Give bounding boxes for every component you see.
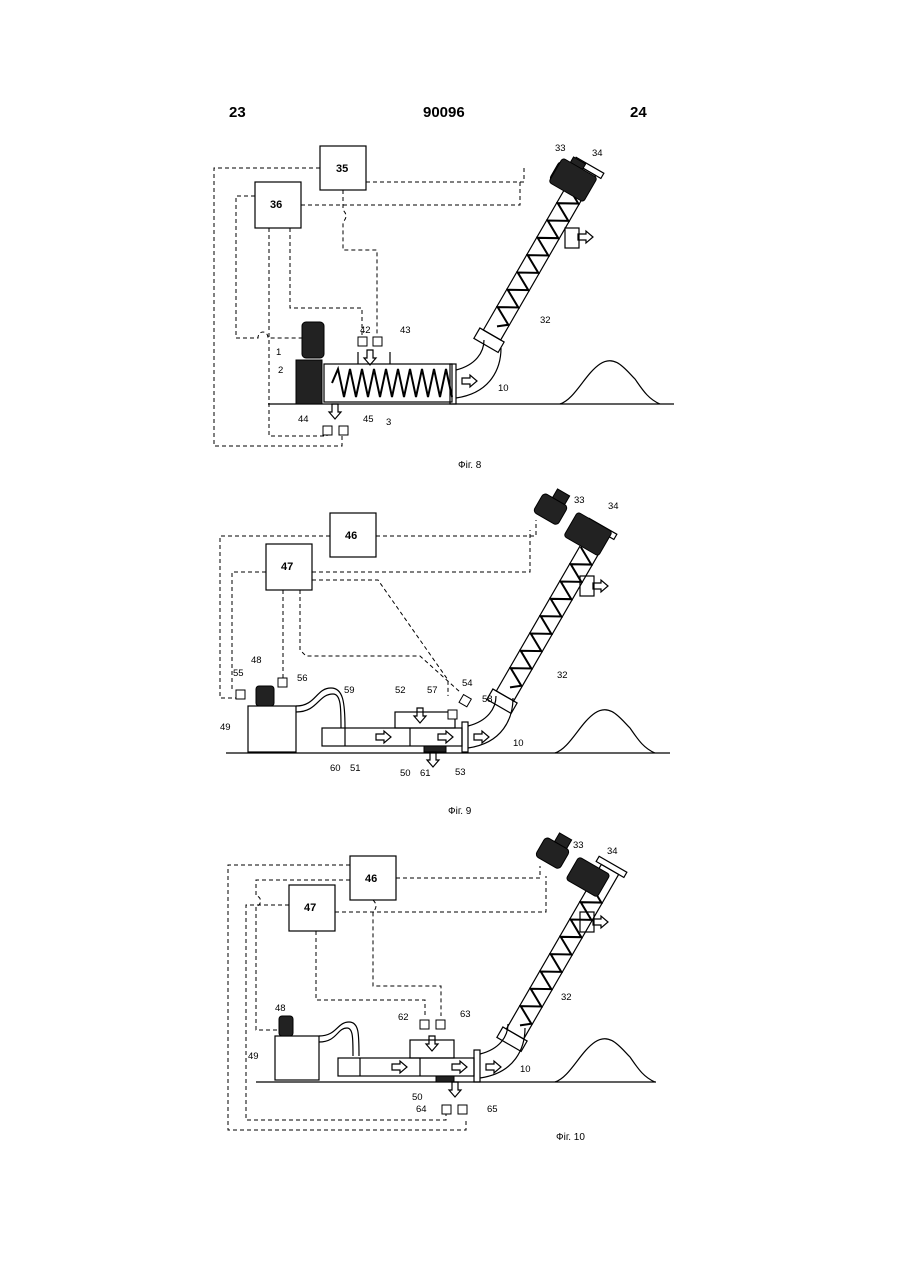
hydraulic-cylinder-50 bbox=[322, 728, 462, 746]
ref-label: 1 bbox=[276, 347, 281, 358]
gearbox-34 bbox=[564, 512, 613, 556]
ref-label: 45 bbox=[363, 414, 374, 425]
hydraulic-unit-49 bbox=[248, 706, 296, 752]
ref-label: 33 bbox=[555, 143, 566, 154]
ref-label: 2 bbox=[278, 365, 283, 376]
ref-label: 63 bbox=[460, 1009, 471, 1020]
gearbox-34 bbox=[566, 857, 610, 898]
material-pile bbox=[555, 710, 655, 753]
hopper-52 bbox=[395, 712, 455, 728]
ref-label: 3 bbox=[386, 417, 391, 428]
box-label: 35 bbox=[336, 163, 348, 175]
gearbox-34 bbox=[549, 158, 598, 202]
ref-label: 58 bbox=[482, 694, 493, 705]
hydraulic-unit-49 bbox=[275, 1036, 319, 1080]
figure-caption: Фіг. 10 bbox=[556, 1132, 585, 1143]
figure-caption: Фіг. 9 bbox=[448, 806, 472, 817]
ref-label: 33 bbox=[574, 495, 585, 506]
hydraulic-cylinder-50 bbox=[338, 1058, 474, 1076]
motor-48 bbox=[279, 1016, 293, 1036]
motor-1 bbox=[302, 322, 324, 358]
ref-label: 48 bbox=[275, 1003, 286, 1014]
outlet bbox=[565, 228, 579, 248]
ref-label: 34 bbox=[608, 501, 619, 512]
ref-label: 44 bbox=[298, 414, 309, 425]
material-pile bbox=[560, 361, 660, 404]
ref-label: 43 bbox=[400, 325, 411, 336]
hopper bbox=[410, 1040, 454, 1058]
box-label: 46 bbox=[365, 873, 377, 885]
ref-label: 53 bbox=[455, 767, 466, 778]
ref-label: 42 bbox=[360, 325, 371, 336]
ref-label: 34 bbox=[607, 846, 618, 857]
box-label: 36 bbox=[270, 199, 282, 211]
ref-label: 10 bbox=[513, 738, 524, 749]
part-61 bbox=[424, 746, 446, 752]
ref-label: 65 bbox=[487, 1104, 498, 1115]
ref-label: 10 bbox=[520, 1064, 531, 1075]
figure-8: 35 36 33 34 32 42 bbox=[214, 143, 674, 471]
ref-label: 50 bbox=[400, 768, 411, 779]
box-label: 46 bbox=[345, 530, 357, 542]
ref-label: 64 bbox=[416, 1104, 427, 1115]
ref-label: 55 bbox=[233, 668, 244, 679]
ref-label: 10 bbox=[498, 383, 509, 394]
ref-label: 62 bbox=[398, 1012, 409, 1023]
box-label: 47 bbox=[304, 902, 316, 914]
figure-9: 46 47 bbox=[220, 484, 670, 817]
ref-label: 56 bbox=[297, 673, 308, 684]
ref-label: 54 bbox=[462, 678, 473, 689]
ref-label: 49 bbox=[248, 1051, 259, 1062]
ref-label: 60 bbox=[330, 763, 341, 774]
ref-label: 33 bbox=[573, 840, 584, 851]
ref-label: 57 bbox=[427, 685, 438, 696]
box-label: 47 bbox=[281, 561, 293, 573]
drive-unit-2 bbox=[296, 360, 322, 404]
ref-label: 59 bbox=[344, 685, 355, 696]
ref-label: 32 bbox=[561, 992, 572, 1003]
ref-label: 49 bbox=[220, 722, 231, 733]
ref-label: 34 bbox=[592, 148, 603, 159]
ref-label: 32 bbox=[540, 315, 551, 326]
ref-label: 52 bbox=[395, 685, 406, 696]
ref-label: 48 bbox=[251, 655, 262, 666]
ref-label: 51 bbox=[350, 763, 361, 774]
material-pile bbox=[555, 1039, 655, 1082]
ref-label: 50 bbox=[412, 1092, 423, 1103]
figure-10: 46 47 bbox=[228, 828, 656, 1143]
motor-48 bbox=[256, 686, 274, 706]
figure-caption: Фіг. 8 bbox=[458, 460, 482, 471]
ref-label: 32 bbox=[557, 670, 568, 681]
ref-label: 61 bbox=[420, 768, 431, 779]
